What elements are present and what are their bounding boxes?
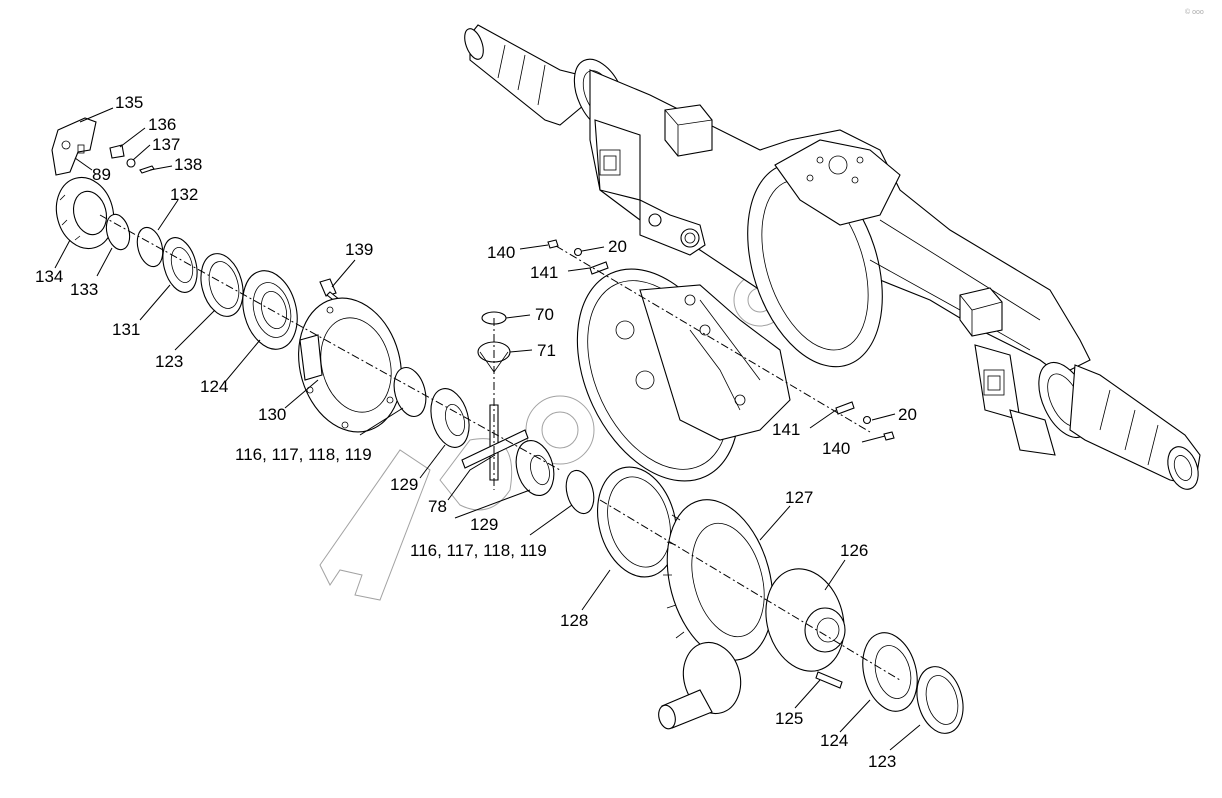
callout-136: 136	[148, 115, 176, 134]
part-131-gear	[162, 237, 198, 293]
callout-130: 130	[258, 405, 286, 424]
callout-140-upper: 140	[487, 243, 515, 262]
part-116-thrust-washer-left	[393, 366, 427, 418]
part-136-clip	[109, 144, 125, 159]
part-134-sleeve	[55, 176, 115, 250]
callout-129-left: 129	[390, 475, 418, 494]
callout-141-lower: 141	[772, 420, 800, 439]
callout-70: 70	[535, 305, 554, 324]
part-123-bearing-cup-left	[200, 253, 244, 317]
callout-131: 131	[112, 320, 140, 339]
callout-133: 133	[70, 280, 98, 299]
callout-129-right: 129	[470, 515, 498, 534]
fasteners-lower	[835, 401, 895, 441]
callout-125: 125	[775, 709, 803, 728]
part-116-thrust-washer-right	[565, 469, 595, 515]
callout-123-left: 123	[155, 352, 183, 371]
callout-116-right: 116, 117, 118, 119	[410, 541, 547, 560]
callout-127: 127	[785, 488, 813, 507]
part-133-snap-ring	[105, 213, 131, 251]
part-127-ring-gear	[663, 499, 774, 661]
leader-lines	[54, 107, 921, 751]
part-124-bearing-right	[862, 632, 918, 712]
assembly-axes	[99, 214, 901, 681]
callout-126: 126	[840, 541, 868, 560]
part-135-bracket	[51, 117, 97, 176]
callout-139: 139	[345, 240, 373, 259]
axle-housing	[464, 24, 1201, 490]
callout-128: 128	[560, 611, 588, 630]
part-126-diff-case-right	[765, 568, 846, 672]
callout-137: 137	[152, 135, 180, 154]
callout-141-upper: 141	[530, 263, 558, 282]
callout-123-right: 123	[868, 752, 896, 771]
callout-20-lower: 20	[898, 405, 917, 424]
callout-labels: 135 136 137 138 89 132 134 133 131 123 1…	[35, 93, 917, 771]
callout-116-left: 116, 117, 118, 119	[235, 445, 372, 464]
part-130-diff-case	[298, 297, 402, 433]
corner-mark: © ooo	[1185, 8, 1204, 16]
callout-20-upper: 20	[608, 237, 627, 256]
part-123-bearing-cup-right	[916, 666, 964, 734]
callout-78: 78	[428, 497, 447, 516]
callout-132: 132	[170, 185, 198, 204]
fasteners-upper	[547, 239, 609, 275]
callout-135: 135	[115, 93, 143, 112]
part-132-washer	[136, 226, 164, 268]
callout-124-left: 124	[200, 377, 228, 396]
part-137-nut	[126, 158, 136, 168]
part-124-bearing-left	[242, 270, 298, 350]
callout-138: 138	[174, 155, 202, 174]
callout-134: 134	[35, 267, 63, 286]
part-129-side-gear-left	[430, 388, 470, 448]
callout-124-right: 124	[820, 731, 848, 750]
callout-71: 71	[537, 341, 556, 360]
watermark: © ooo	[319, 8, 1204, 601]
callout-89: 89	[92, 165, 111, 184]
part-125-bolt	[815, 671, 843, 689]
drive-pinion	[658, 641, 742, 730]
part-129-side-gear-right	[515, 440, 555, 496]
callout-140-lower: 140	[822, 439, 850, 458]
